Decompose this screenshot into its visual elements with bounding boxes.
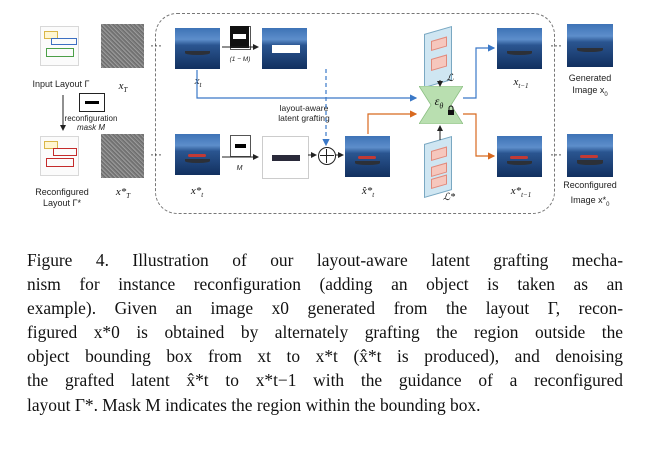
xt-minus-1-label: xt−1 [513, 76, 529, 91]
arrow-denoiser-xt1 [463, 44, 496, 99]
generated-image [567, 24, 613, 67]
reconfiguration-mask [79, 93, 105, 112]
xt-hat-star-image [345, 136, 390, 177]
figure: Input Layout Γ xT reconfiguration mask M… [32, 13, 617, 214]
caption-line-5: object bounding box from xt to x*t (x̂*t… [27, 346, 623, 367]
caption-line-7: layout Γ*. Mask M indicates the region w… [27, 394, 481, 415]
caption-line-1: Figure 4. Illustration of our layout-awa… [27, 250, 623, 270]
L-star-label: ℒ* [442, 192, 456, 203]
xt-star-label: x*t [190, 185, 204, 200]
arrows-overlay [60, 44, 496, 160]
dots-bottom-right: ··· [550, 147, 562, 161]
arrow-hat-denoiser [367, 110, 418, 134]
reconfigured-layout-image [40, 136, 79, 176]
xt-minus-1-star-image [497, 136, 542, 177]
reconfigured-layout-label-2: Layout Γ* [43, 198, 81, 208]
xt-masked-image [262, 28, 307, 69]
xt-star-image [175, 134, 220, 175]
input-layout-label: Input Layout Γ [32, 79, 90, 89]
figure-caption: Figure 4. Illustration of our layout-awa… [27, 248, 623, 417]
epsilon-label: εθ [434, 94, 444, 111]
reconfiguration-mask-label: reconfiguration [64, 114, 118, 123]
noise-xT-star [101, 134, 144, 178]
input-layout-image [40, 26, 79, 66]
xT-star-label: x*T [115, 186, 131, 201]
caption-line-3: example). Given an image x0 generated fr… [27, 298, 623, 319]
caption-line-6: the grafted latent x̂*t to x*t−1 with th… [27, 370, 623, 391]
one-minus-M-label: (1 − M) [229, 56, 251, 63]
caption-line-4: figured x*0 is obtained by alternately g… [27, 322, 623, 343]
M-label: M [236, 165, 243, 172]
xt-image [175, 28, 220, 69]
dots-top-left: ··· [150, 38, 162, 52]
one-minus-mask-bar [233, 34, 246, 39]
L-label: ℒ [446, 73, 454, 84]
reconfigured-image-label-2: Image x*0 [570, 195, 610, 208]
dashed-frame [155, 13, 555, 214]
xt-minus-1-star-label: x*t−1 [510, 185, 532, 200]
grafting-label-2: latent grafting [278, 113, 330, 123]
generated-label: Generated [568, 73, 612, 83]
denoiser-block [419, 86, 463, 124]
generated-label-2: Image x0 [572, 85, 608, 98]
reconfigured-layout-label: Reconfigured [35, 187, 89, 197]
arrow-xt-denoiser [196, 70, 418, 102]
xT-label: xT [118, 80, 128, 95]
xt-minus-1-image [497, 28, 542, 69]
plus-icon [318, 147, 336, 165]
grafting-label: layout-aware [279, 103, 329, 113]
reconfigured-image-label: Reconfigured [563, 180, 617, 190]
arrow-denoiser-xt1star [463, 113, 496, 160]
dots-top-right: ··· [550, 38, 562, 52]
reconfiguration-mask-label-2: mask M [77, 123, 105, 132]
xt-star-masked-image [262, 136, 309, 179]
reconfigured-image [567, 134, 613, 177]
dots-bottom-left: ··· [150, 147, 162, 161]
caption-line-2: nism for instance reconfiguration (addin… [27, 274, 623, 295]
xt-hat-star-label: x̂*t [361, 185, 375, 200]
noise-xT [101, 24, 144, 68]
